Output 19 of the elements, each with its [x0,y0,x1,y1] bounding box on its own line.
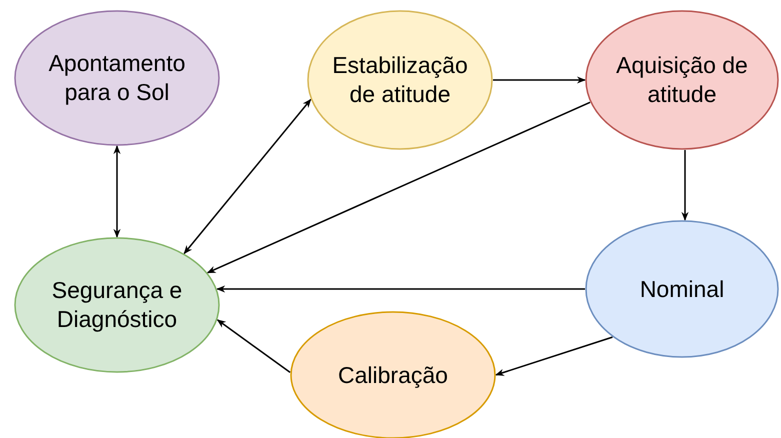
node-label: Estabilização de atitude [331,51,469,109]
state-ellipse [14,237,220,373]
arrow [206,102,590,274]
arrow [216,285,585,293]
arrow [493,76,586,84]
state-ellipse [585,220,779,358]
state-ellipse [585,10,779,150]
node-label: Nominal [640,274,724,304]
arrow [681,150,689,221]
state-ellipse [307,10,493,150]
node-label: Segurança e Diagnóstico [50,276,184,334]
state-ellipse [14,10,220,146]
node-label: Aquisição de atitude [615,51,749,109]
arrow [113,145,121,238]
arrow [184,98,312,254]
arrow [216,319,291,373]
node-label: Calibração [338,360,448,390]
arrow [495,336,613,376]
node-label: Apontamento para o Sol [48,49,186,107]
